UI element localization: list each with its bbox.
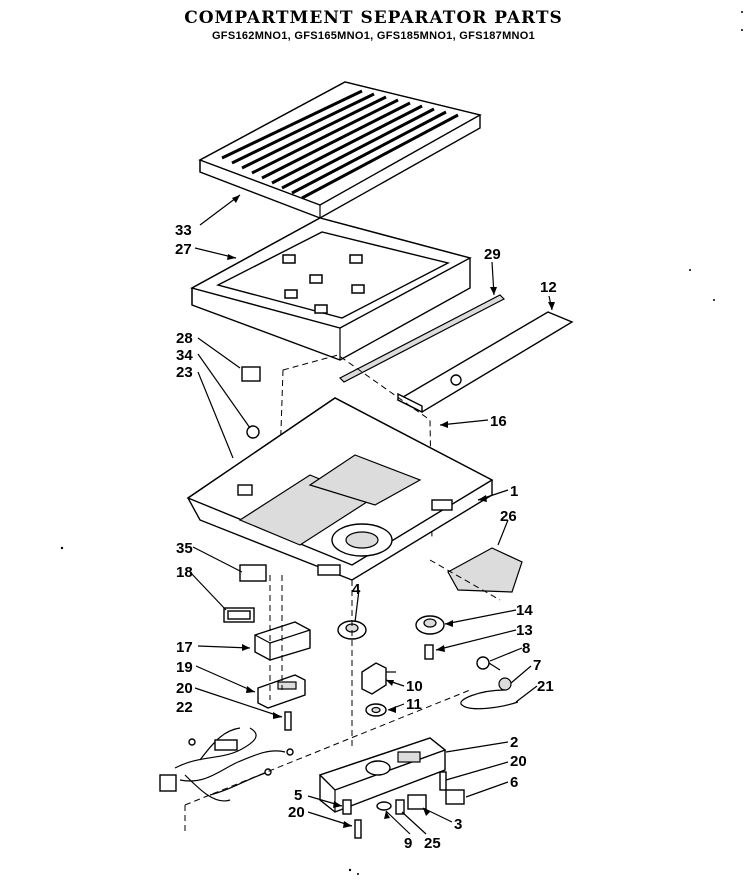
part-11-knob xyxy=(365,703,387,717)
callout-13: 13 xyxy=(516,622,533,639)
part-9-washer xyxy=(376,801,392,811)
callout-20-b: 20 xyxy=(510,753,527,770)
callout-33: 33 xyxy=(175,222,192,239)
part-20-screw-c xyxy=(354,819,362,839)
part-33-grille xyxy=(198,81,482,219)
diagram-title: COMPARTMENT SEPARATOR PARTS xyxy=(184,8,563,28)
callout-20-a: 20 xyxy=(176,680,193,697)
part-25-clip xyxy=(395,799,405,815)
callout-21: 21 xyxy=(537,678,554,695)
part-12-channel xyxy=(396,311,574,414)
callout-4: 4 xyxy=(352,581,361,598)
callout-35: 35 xyxy=(176,540,193,557)
callout-9: 9 xyxy=(404,835,412,852)
callout-8: 8 xyxy=(522,640,530,657)
part-27-frame xyxy=(190,217,472,361)
callout-20-c: 20 xyxy=(288,804,305,821)
part-21-harness xyxy=(460,689,519,710)
callout-28: 28 xyxy=(176,330,193,347)
part-29-seal-strip xyxy=(338,294,506,383)
callout-12: 12 xyxy=(540,279,557,296)
callout-25: 25 xyxy=(424,835,441,852)
part-10-switch xyxy=(361,662,396,695)
part-1-separator xyxy=(186,397,494,581)
part-20-screw-a xyxy=(284,711,292,731)
callout-26: 26 xyxy=(500,508,517,525)
callout-19: 19 xyxy=(176,659,193,676)
callout-17: 17 xyxy=(176,639,193,656)
callout-34: 34 xyxy=(176,347,193,364)
callout-10: 10 xyxy=(406,678,423,695)
callout-14: 14 xyxy=(516,602,533,619)
part-8-bulb xyxy=(476,656,490,670)
callout-29: 29 xyxy=(484,246,501,263)
callout-23: 23 xyxy=(176,364,193,381)
callout-7: 7 xyxy=(533,657,541,674)
part-28-pad xyxy=(241,366,261,382)
part-3-lamp-socket xyxy=(407,794,427,810)
callout-11: 11 xyxy=(406,696,422,713)
part-20-screw-b xyxy=(439,771,447,791)
part-34-plug xyxy=(246,425,260,439)
model-numbers: GFS162MNO1, GFS165MNO1, GFS185MNO1, GFS1… xyxy=(211,30,536,42)
callout-3: 3 xyxy=(454,816,462,833)
callout-1: 1 xyxy=(510,483,518,500)
callout-18: 18 xyxy=(176,564,193,581)
part-22-wire-harness xyxy=(159,727,294,802)
part-7-socket xyxy=(498,677,512,691)
callout-6: 6 xyxy=(510,774,518,791)
part-26-insulation xyxy=(447,547,523,593)
callout-16: 16 xyxy=(490,413,507,430)
callout-5: 5 xyxy=(294,787,302,804)
scan-specks xyxy=(60,11,743,875)
part-6-plug xyxy=(445,789,465,805)
callout-22: 22 xyxy=(176,699,193,716)
part-14-fan xyxy=(415,615,445,635)
part-35-thermostat xyxy=(239,564,267,582)
part-13-screw xyxy=(424,644,434,660)
callout-2: 2 xyxy=(510,734,518,751)
part-5-screw xyxy=(342,799,352,815)
callout-27: 27 xyxy=(175,241,192,258)
